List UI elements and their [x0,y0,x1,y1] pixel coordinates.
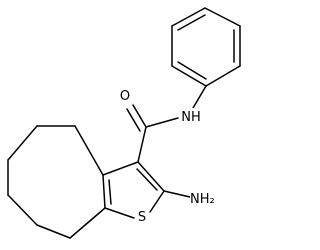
carbonyl-double-bond [132,104,147,128]
carbonyl-double-bond [126,108,141,132]
bond [104,207,135,219]
bond [204,7,241,27]
oxygen-label: O [120,89,130,104]
atom-label-nh2: NH₂ [190,190,224,207]
bond [149,190,165,213]
phenyl-ring [171,7,241,87]
atom-label-sulfur: S [135,208,149,225]
bond [137,161,165,192]
bond [7,194,38,226]
amide-linkage [126,85,207,163]
bond [7,125,38,161]
bond [205,65,241,87]
double-bond-inner [177,61,207,80]
bond [192,85,207,109]
bond [102,161,139,176]
chemical-structure-diagram: O NH S NH₂ [7,7,241,239]
bond [69,207,106,239]
atom-label-oxygen: O [118,87,132,104]
bond [171,7,206,27]
bond [137,126,147,163]
bond [163,190,191,198]
sulfur-label: S [138,210,146,225]
bond [145,117,179,128]
amino-nh2-label: NH₂ [190,192,215,207]
bond [171,65,207,87]
thiophene-ring [102,161,191,219]
double-bond-inner [136,168,158,191]
double-bond-inner [108,179,112,205]
cyclooctane-ring [7,125,106,239]
bond [102,174,106,209]
bond [36,224,71,239]
bond [74,125,104,176]
atom-label-nh: NH [179,108,203,125]
double-bond-inner [177,14,206,31]
amide-nh-label: NH [181,110,201,125]
